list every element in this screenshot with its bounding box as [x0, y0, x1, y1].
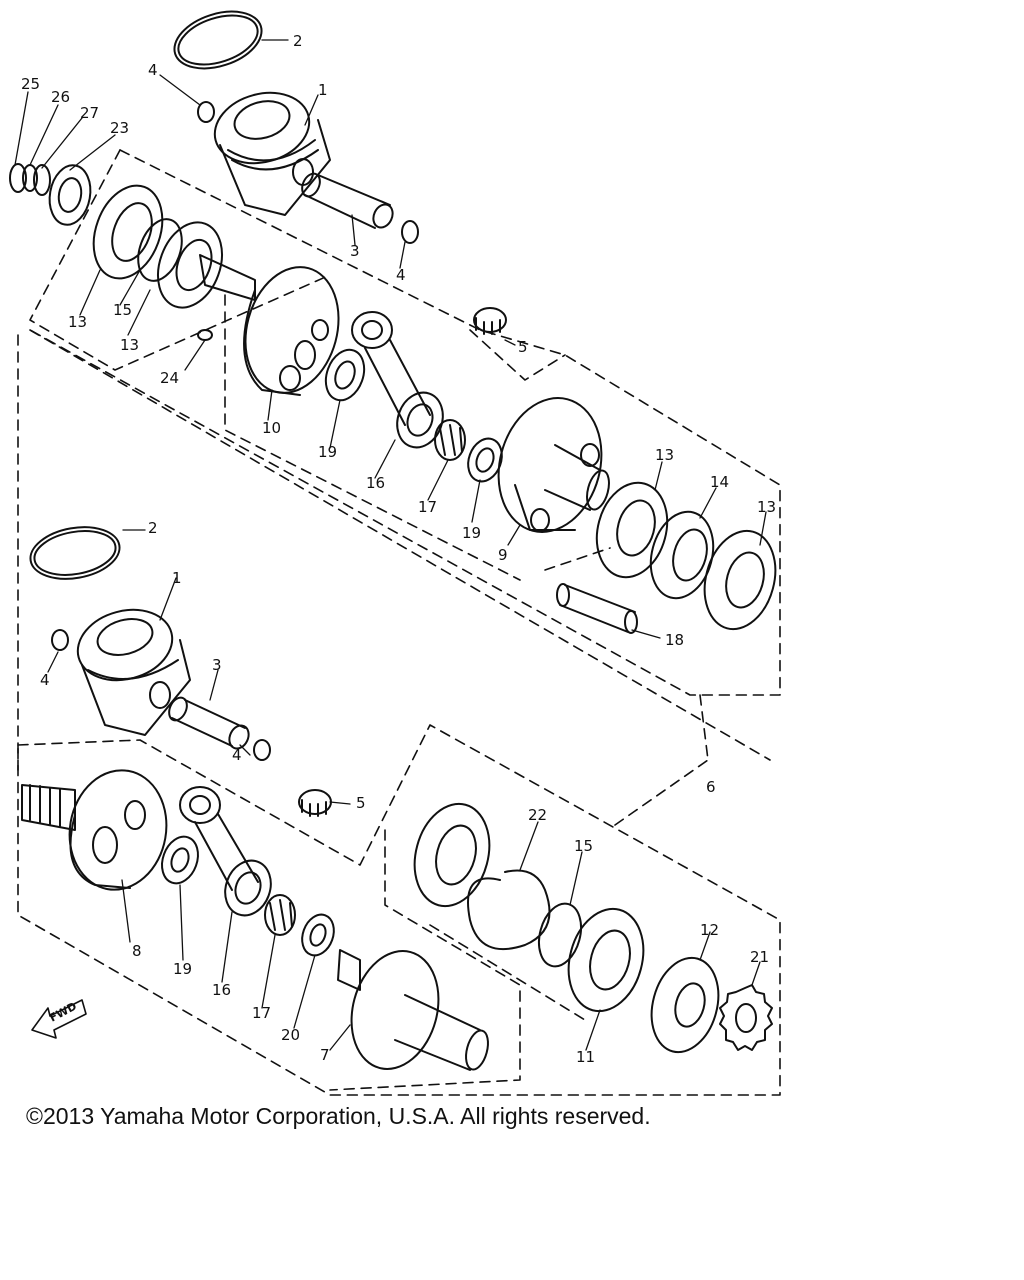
callout-21: 21 [750, 948, 769, 966]
crank-web-7 [337, 949, 489, 1071]
woodruff-key [197, 329, 213, 341]
small-end-bearing-top [473, 307, 507, 335]
drive-sprocket [719, 984, 773, 1051]
callout-1: 1 [172, 569, 182, 587]
circlip-bottom-right [253, 739, 271, 761]
callout-10: 10 [262, 419, 281, 437]
thrust-washer-bottom-1 [161, 835, 199, 885]
callout-19: 19 [318, 443, 337, 461]
callout-14: 14 [710, 473, 729, 491]
callout-24: 24 [160, 369, 179, 387]
callout-13: 13 [655, 446, 674, 464]
connecting-rod-bottom [179, 786, 272, 917]
callout-17: 17 [418, 498, 437, 516]
crank-web-9 [497, 397, 610, 533]
bearing-right-2 [703, 529, 777, 631]
piston-bottom [76, 608, 191, 736]
callout-18: 18 [665, 631, 684, 649]
copyright-notice: ©2013 Yamaha Motor Corporation, U.S.A. A… [26, 1103, 651, 1129]
callout-4: 4 [396, 266, 406, 284]
crank-web-8 [21, 769, 168, 891]
bearing-right-1 [595, 481, 669, 579]
small-end-bearing-bottom [298, 789, 332, 817]
callout-2: 2 [148, 519, 158, 537]
callout-3: 3 [350, 242, 360, 260]
exploded-parts-diagram: 2 4 1 25 26 27 23 3 4 13 15 13 24 5 10 1… [9, 10, 781, 1096]
callout-labels: 2 4 1 25 26 27 23 3 4 13 15 13 24 5 10 1… [21, 32, 776, 1066]
callout-19: 19 [173, 960, 192, 978]
group-outline-bottom [17, 724, 781, 1096]
callout-5: 5 [356, 794, 366, 812]
big-end-bearing-bottom [264, 894, 296, 936]
main-bearing-11 [413, 802, 645, 1013]
thrust-washer-bottom-2 [301, 913, 335, 957]
callout-15: 15 [574, 837, 593, 855]
callout-15: 15 [113, 301, 132, 319]
thrust-washer-top-1 [324, 348, 366, 402]
oil-seal-stack [9, 163, 92, 226]
callout-3: 3 [212, 656, 222, 674]
callout-25: 25 [21, 75, 40, 93]
callout-2: 2 [293, 32, 303, 50]
callout-1: 1 [318, 81, 328, 99]
callout-9: 9 [498, 546, 508, 564]
callout-23: 23 [110, 119, 129, 137]
circlip-bottom-left [51, 629, 69, 651]
fwd-label: FWD [47, 1000, 79, 1025]
crank-web-10 [199, 254, 340, 396]
callout-16: 16 [212, 981, 231, 999]
callout-5: 5 [518, 338, 528, 356]
leader-lines [14, 39, 767, 1051]
piston-pin-bottom [168, 696, 250, 750]
fwd-arrow-icon [31, 999, 87, 1039]
callout-19: 19 [462, 524, 481, 542]
callout-22: 22 [528, 806, 547, 824]
callout-4: 4 [148, 61, 158, 79]
callout-8: 8 [132, 942, 142, 960]
callout-16: 16 [366, 474, 385, 492]
circlip-top-left [197, 101, 215, 123]
big-end-bearing-top [434, 419, 466, 461]
callout-27: 27 [80, 104, 99, 122]
circlip-top-right [401, 220, 419, 244]
center-shaft [556, 583, 638, 634]
callout-6: 6 [706, 778, 716, 796]
callout-13: 13 [757, 498, 776, 516]
callout-13: 13 [120, 336, 139, 354]
callout-7: 7 [320, 1046, 330, 1064]
c-ring [467, 869, 551, 950]
piston-ring-top [173, 10, 263, 70]
callout-26: 26 [51, 88, 70, 106]
bearing-left-inner [157, 221, 223, 309]
bearing-left-outer [92, 184, 183, 282]
piston-ring-bottom [29, 526, 121, 580]
o-ring [537, 902, 583, 968]
callout-4: 4 [40, 671, 50, 689]
callout-4: 4 [232, 746, 242, 764]
piston-pin-top [301, 172, 394, 229]
oil-seal-12 [650, 956, 720, 1054]
labyrinth-seal [649, 510, 715, 600]
callout-12: 12 [700, 921, 719, 939]
callout-20: 20 [281, 1026, 300, 1044]
callout-17: 17 [252, 1004, 271, 1022]
callout-13: 13 [68, 313, 87, 331]
callout-11: 11 [576, 1048, 595, 1066]
